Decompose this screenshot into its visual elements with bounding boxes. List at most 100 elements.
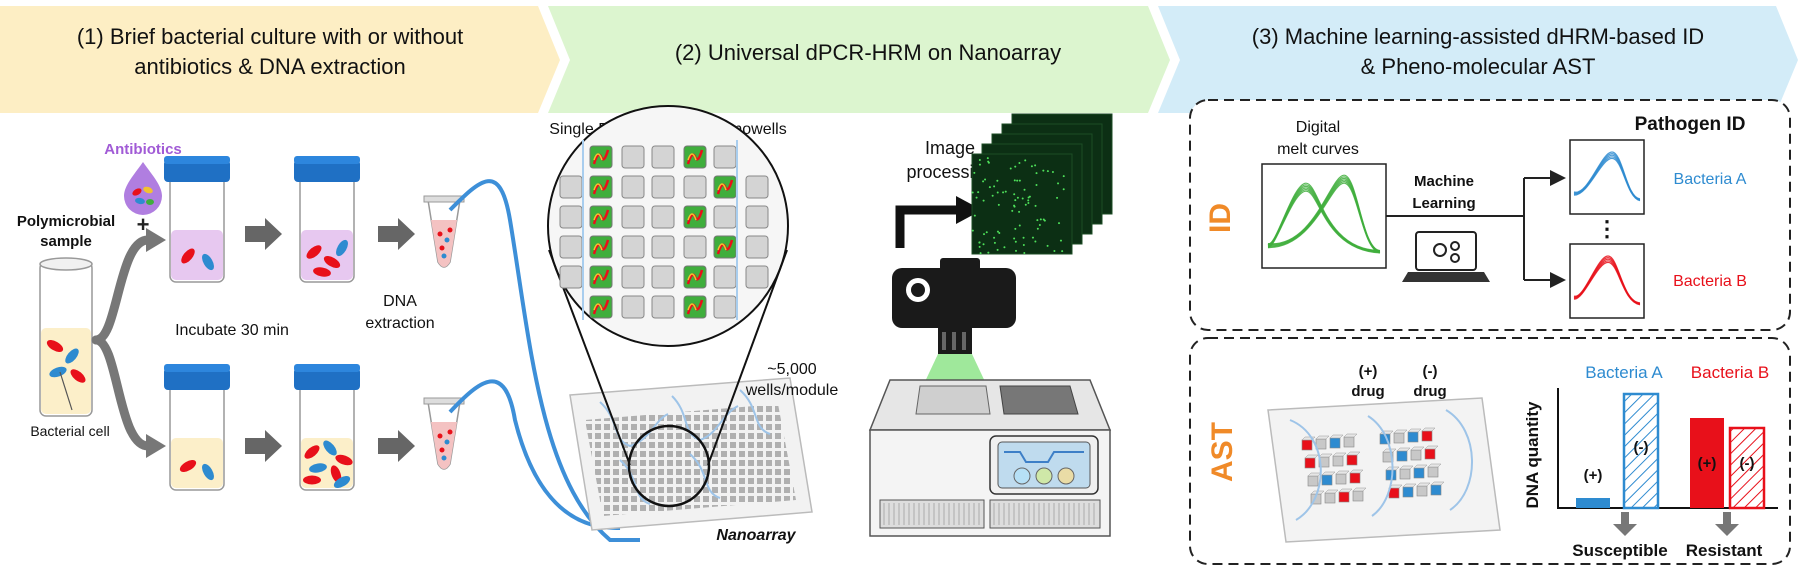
pathogen-id-title: Pathogen ID bbox=[1635, 114, 1746, 135]
banner-step1-line1: (1) Brief bacterial culture with or with… bbox=[77, 24, 463, 49]
melt-curves-line2: melt curves bbox=[1277, 141, 1359, 158]
arrow-head-icon bbox=[146, 434, 166, 458]
banner-step2-arrow bbox=[548, 6, 1170, 113]
ast-nanowell bbox=[1424, 448, 1436, 460]
imaging-section: Image processing bbox=[868, 113, 1113, 537]
well-count-line2: wells/module bbox=[745, 382, 839, 399]
step-arrow-icon bbox=[245, 430, 282, 462]
melt-curves-line1: Digital bbox=[1296, 119, 1340, 136]
plus-drug-line1: (+) bbox=[1359, 363, 1378, 380]
bacteria-b-curve-plot bbox=[1569, 243, 1645, 319]
well-count-line1: ~5,000 bbox=[767, 361, 816, 378]
ast-chip-wells bbox=[1289, 409, 1473, 521]
nanowell-grid bbox=[585, 404, 796, 516]
zoom-line-right bbox=[707, 249, 788, 466]
culture-section: Antibiotics + Polymicrobial sample Bacte… bbox=[17, 141, 435, 458]
bar-b-minus-drug bbox=[1728, 426, 1766, 510]
nanoarray-label: Nanoarray bbox=[716, 527, 796, 544]
id-side-label: ID bbox=[1204, 203, 1237, 233]
ast-chip bbox=[1267, 397, 1501, 543]
header-banner: (1) Brief bacterial culture with or with… bbox=[0, 6, 1798, 113]
image-processing-line1: Image bbox=[925, 138, 975, 158]
dpcr-instrument bbox=[868, 379, 1112, 537]
empty-nanowell bbox=[745, 175, 769, 199]
banner-step3-arrow bbox=[1158, 6, 1798, 113]
ml-label-line1: Machine bbox=[1414, 173, 1474, 190]
ast-nanowell bbox=[1338, 491, 1350, 503]
empty-nanowell bbox=[621, 265, 645, 289]
result-arrows-icon bbox=[1613, 512, 1739, 536]
minus-drug-line1: (-) bbox=[1423, 363, 1438, 380]
ast-nanowell bbox=[1416, 485, 1428, 497]
bar-a-minus-drug bbox=[1622, 392, 1660, 510]
arrow-head-icon bbox=[146, 228, 166, 252]
ast-nanowell bbox=[1427, 466, 1439, 478]
sample-tubing bbox=[448, 179, 640, 542]
empty-nanowell bbox=[559, 175, 583, 199]
empty-nanowell bbox=[651, 145, 675, 169]
empty-nanowell bbox=[745, 205, 769, 229]
step-arrow-icon bbox=[378, 430, 415, 462]
bar-a-plus-label: (+) bbox=[1584, 467, 1603, 484]
melt-curve-lines bbox=[1267, 174, 1381, 254]
nanowell-zoom-grid bbox=[559, 140, 769, 320]
empty-nanowell bbox=[621, 145, 645, 169]
banner-step1-line2: antibiotics & DNA extraction bbox=[134, 54, 405, 79]
empty-nanowell bbox=[559, 205, 583, 229]
chart-bacteria-a-label: Bacteria A bbox=[1585, 363, 1663, 382]
empty-nanowell bbox=[745, 235, 769, 259]
processing-arrow-icon bbox=[895, 205, 960, 248]
dna-extraction-line2: extraction bbox=[365, 315, 434, 332]
empty-nanowell bbox=[559, 265, 583, 289]
ast-nanowell bbox=[1329, 437, 1341, 449]
fluorescence-image-frame bbox=[971, 153, 1073, 255]
bacteria-b-label: Bacteria B bbox=[1673, 273, 1747, 290]
empty-nanowell bbox=[651, 295, 675, 319]
ast-nanowell bbox=[1304, 457, 1316, 469]
bacteria-b-curves bbox=[1573, 255, 1641, 306]
empty-nanowell bbox=[713, 205, 737, 229]
zoom-target-circle bbox=[627, 424, 711, 508]
empty-nanowell bbox=[713, 295, 737, 319]
ast-nanowell bbox=[1393, 432, 1405, 444]
bar-b-plus-label: (+) bbox=[1698, 455, 1717, 472]
resistant-label: Resistant bbox=[1686, 541, 1763, 560]
empty-nanowell bbox=[651, 235, 675, 259]
ast-nanowell bbox=[1321, 474, 1333, 486]
empty-nanowell bbox=[621, 235, 645, 259]
empty-nanowell bbox=[713, 145, 737, 169]
ast-nanowell bbox=[1332, 455, 1344, 467]
branch-arrow-icon bbox=[1550, 272, 1566, 288]
bar-b-minus-label: (-) bbox=[1740, 455, 1755, 472]
laptop-gears-icon bbox=[1402, 231, 1490, 282]
ast-nanowell bbox=[1407, 431, 1419, 443]
culture-tube-no-antibiotic-incubated bbox=[294, 364, 360, 491]
bacterial-cell-label: Bacterial cell bbox=[30, 423, 109, 439]
split-arrows-icon bbox=[91, 235, 153, 451]
banner-step1-arrow bbox=[0, 6, 560, 113]
dna-extraction-line1: DNA bbox=[383, 293, 417, 310]
ast-nanowell bbox=[1335, 473, 1347, 485]
susceptible-label: Susceptible bbox=[1572, 541, 1667, 560]
culture-tube-antibiotic bbox=[164, 156, 230, 283]
empty-nanowell bbox=[713, 265, 737, 289]
branch-arrow-icon bbox=[1550, 170, 1566, 186]
bacteria-a-curve-plot bbox=[1569, 139, 1645, 215]
antibiotics-label: Antibiotics bbox=[104, 141, 182, 158]
bacteria-a-curves bbox=[1573, 151, 1641, 202]
more-dots: ⋮ bbox=[1596, 216, 1618, 241]
empty-nanowell bbox=[651, 175, 675, 199]
ast-nanowell bbox=[1346, 454, 1358, 466]
banner-step3-line2: & Pheno-molecular AST bbox=[1361, 54, 1596, 79]
empty-nanowell bbox=[621, 205, 645, 229]
bacterial-cell-pointer bbox=[59, 371, 73, 411]
empty-nanowell bbox=[621, 295, 645, 319]
ast-nanowell bbox=[1421, 430, 1433, 442]
empty-nanowell bbox=[621, 175, 645, 199]
ast-nanowell bbox=[1307, 475, 1319, 487]
empty-nanowell bbox=[651, 205, 675, 229]
bacteria-a-label: Bacteria A bbox=[1674, 171, 1747, 188]
empty-nanowell bbox=[559, 235, 583, 259]
ml-label-line2: Learning bbox=[1412, 195, 1475, 212]
